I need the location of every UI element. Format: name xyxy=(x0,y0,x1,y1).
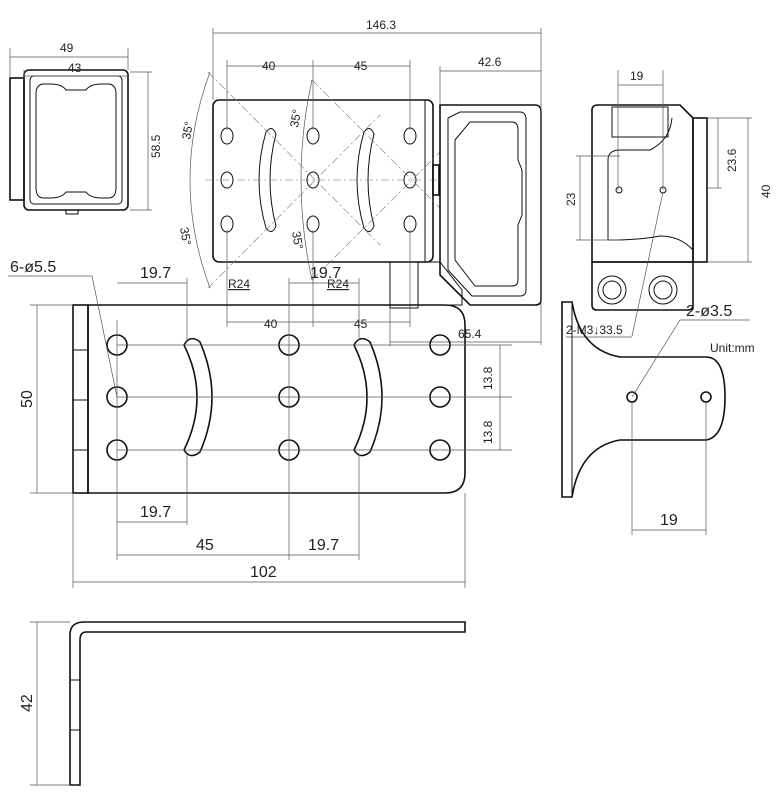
dim-hole-spacing-top-1: 40 xyxy=(262,59,276,73)
dim-top-spacing-1: 19.7 xyxy=(140,265,171,282)
dim-height-40: 40 xyxy=(759,184,773,198)
dim-camera-depth: 42.6 xyxy=(478,55,502,69)
angle-label: 35° xyxy=(289,230,306,250)
dim-height: 42 xyxy=(19,694,36,712)
hole-note: 2-ø3.5 xyxy=(686,303,732,320)
dim-hole-spacing-top-2: 45 xyxy=(354,59,368,73)
front-view: 49 43 58.5 xyxy=(9,41,163,215)
bracket-side-view: 2-ø3.5 19 xyxy=(561,301,750,535)
angle-label: 35° xyxy=(287,108,304,128)
dim-height: 50 xyxy=(19,390,36,408)
angle-label: 35° xyxy=(179,120,196,140)
dim-bottom-spacing-2: 19.7 xyxy=(308,537,339,554)
dim-hole-spacing: 19 xyxy=(660,512,678,529)
angle-label: 35° xyxy=(177,226,194,246)
dim-top-spacing-2: 19.7 xyxy=(310,265,341,282)
dim-height-23: 23 xyxy=(564,192,578,206)
dim-width-outer: 49 xyxy=(60,41,74,55)
dim-span-45: 45 xyxy=(196,537,214,554)
dim-depth: 65.4 xyxy=(458,327,482,341)
dim-height: 58.5 xyxy=(149,134,163,158)
hole-note: 6-ø5.5 xyxy=(10,259,56,276)
thread-note: 2-M3↓33.5 xyxy=(566,323,623,337)
dim-width-inner: 43 xyxy=(68,61,82,75)
dim-length: 102 xyxy=(250,564,277,581)
side-view: 146.3 40 45 42.6 35° 35° 35° 35° R24 R24… xyxy=(177,18,542,346)
dim-hole-spacing-bottom-1: 40 xyxy=(264,317,278,331)
dim-bottom-spacing-1: 19.7 xyxy=(140,504,171,521)
rear-view: 19 23.6 40 23 2-M3↓33.5 Unit:mm xyxy=(564,69,773,355)
dim-hole-spacing: 19 xyxy=(630,69,644,83)
bracket-profile-view: 42 xyxy=(19,621,466,786)
dim-row-spacing-1: 13.8 xyxy=(481,366,495,390)
radius-label: R24 xyxy=(327,277,349,291)
dim-length-total: 146.3 xyxy=(366,18,396,32)
radius-label: R24 xyxy=(228,277,250,291)
dim-row-spacing-2: 13.8 xyxy=(481,420,495,444)
bracket-plan-view: 6-ø5.5 19.7 19.7 50 13.8 13.8 19.7 45 19… xyxy=(8,259,512,588)
dim-height-23-6: 23.6 xyxy=(725,148,739,172)
unit-label: Unit:mm xyxy=(710,341,755,355)
dim-hole-spacing-bottom-2: 45 xyxy=(354,317,368,331)
